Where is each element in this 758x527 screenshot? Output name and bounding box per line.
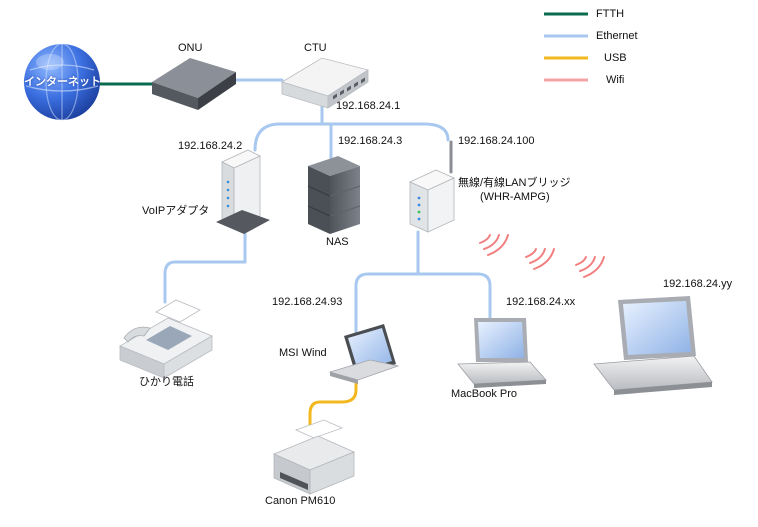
legend-label-ftth: FTTH [596, 8, 625, 20]
ethernet-bridge-macbook [416, 272, 492, 320]
voip-ip-label: 192.168.24.2 [178, 140, 243, 152]
ethernet-voip-fax [163, 226, 247, 304]
nas-label: NAS [326, 236, 349, 248]
fax-label: ひかり電話 [139, 376, 194, 388]
wireless-bridge-icon [409, 140, 455, 233]
onu-device-icon [152, 58, 236, 110]
bridge-ip-label: 192.168.24.100 [458, 135, 535, 147]
internet-globe-icon [24, 43, 100, 121]
nas-server-icon [307, 156, 361, 234]
wifi-signal [479, 234, 605, 278]
legend-label-ethernet: Ethernet [596, 30, 638, 42]
ethernet-bus [253, 122, 450, 152]
wifi-laptop-icon [593, 296, 713, 395]
connections [98, 78, 492, 430]
msi-wind-laptop-icon [328, 324, 400, 384]
nas-ip-label: 192.168.24.3 [338, 135, 403, 147]
macbook-ip-label: 192.168.24.xx [506, 296, 576, 308]
printer-label: Canon PM610 [265, 495, 336, 507]
ctu-ip-label: 192.168.24.1 [336, 100, 401, 112]
ethernet-bridge-msi [354, 272, 420, 338]
bridge-name-label: 無線/有線LANブリッジ [458, 177, 571, 189]
legend [544, 12, 588, 82]
macbook-pro-laptop-icon [457, 318, 547, 388]
voip-adapter-icon [216, 149, 270, 234]
printer-icon [272, 419, 356, 495]
onu-label: ONU [178, 42, 203, 54]
legend-label-wifi: Wifi [606, 74, 625, 86]
usb-msi-printer [308, 376, 358, 430]
wifi-laptop-ip-label: 192.168.24.yy [663, 278, 733, 290]
bridge-model-label: (WHR-AMPG) [480, 191, 550, 203]
fax-phone-icon [119, 299, 213, 379]
voip-label: VoIPアダプタ [142, 205, 210, 217]
ctu-label: CTU [304, 42, 327, 54]
internet-label: インターネット [24, 76, 101, 88]
ctu-router-icon [281, 57, 369, 109]
macbook-label: MacBook Pro [451, 388, 518, 400]
msi-label: MSI Wind [279, 347, 327, 359]
legend-label-usb: USB [604, 52, 627, 64]
msi-ip-label: 192.168.24.93 [272, 296, 343, 308]
